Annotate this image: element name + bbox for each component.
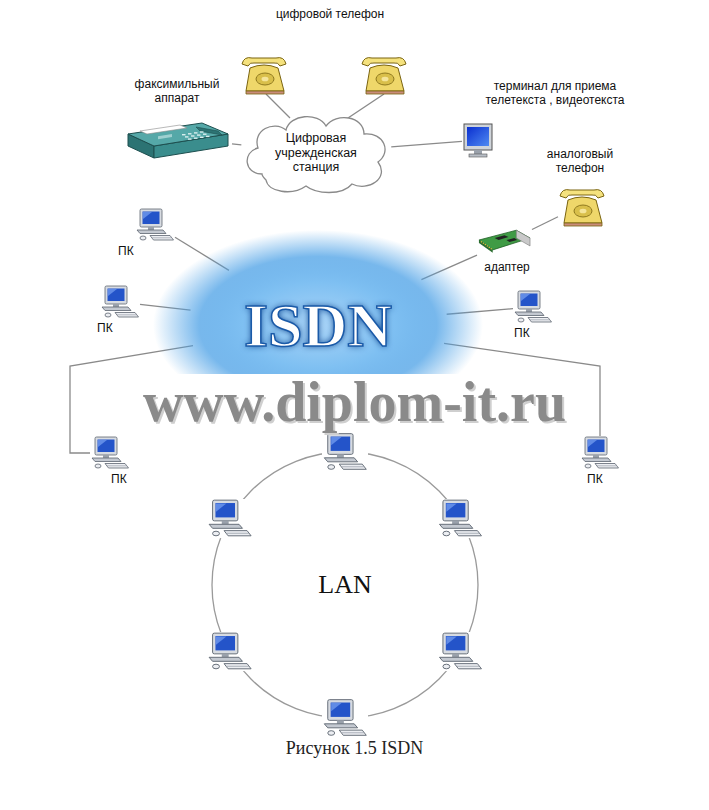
pc-icon: [580, 436, 620, 470]
lan-pc-icon: [437, 632, 483, 671]
adapter-node: адаптер: [472, 228, 542, 280]
pc-icon: [513, 290, 553, 324]
lan-ring: LAN: [210, 450, 480, 720]
fax-node: факсимильный аппарат: [118, 78, 236, 166]
node-label: адаптер: [472, 261, 542, 275]
terminal-icon: [462, 122, 494, 158]
station-cloud: Цифровая учрежденская станция: [240, 110, 392, 196]
pc-icon: [135, 208, 175, 242]
digital-phone-icon: [362, 58, 406, 94]
fax-icon: [122, 114, 232, 162]
lan-pc-icon: [437, 499, 483, 538]
node-label: терминал для приема телетекста , видеоте…: [470, 80, 640, 108]
pc-node: ПК: [85, 436, 135, 492]
node-label: ISDN: [188, 294, 448, 356]
node-label: ПК: [587, 473, 617, 487]
pc-node: ПК: [508, 290, 558, 346]
node-label: Цифровая учрежденская станция: [260, 131, 372, 174]
node-label: ПК: [514, 327, 544, 341]
watermark: www.diplom-it.ru: [139, 374, 570, 430]
digital-phone-icon: [242, 58, 286, 94]
node-label: аналоговый телефон: [530, 148, 630, 176]
phone-wire: [266, 94, 290, 118]
pc-icon: [100, 285, 140, 319]
node-label: ПК: [118, 245, 148, 259]
terminal-node: терминал для приема телетекста , видеоте…: [440, 80, 645, 160]
analog-phone-node: аналоговый телефон: [530, 148, 630, 238]
node-label: LAN: [270, 571, 420, 600]
lan-pc-icon: [322, 433, 368, 472]
pc-node: ПК: [130, 208, 180, 264]
pc-node: ПК: [95, 285, 145, 341]
node-label: ПК: [111, 473, 141, 487]
lan-pc-icon: [207, 632, 253, 671]
pc-node: ПК: [575, 436, 625, 492]
pc-icon: [90, 436, 130, 470]
device-label: цифровой телефон: [245, 8, 415, 22]
analog-phone-icon: [558, 184, 606, 226]
lan-pc-icon: [322, 699, 368, 738]
network-link: [532, 217, 558, 230]
lan-pc-icon: [207, 499, 253, 538]
adapter-card-icon: [477, 228, 532, 258]
network-link: [391, 141, 462, 147]
figure-caption: Рисунок 1.5 ISDN: [0, 738, 709, 759]
node-label: ПК: [97, 322, 127, 336]
network-link: [232, 144, 241, 145]
node-label: факсимильный аппарат: [127, 78, 227, 106]
phone-wire: [348, 94, 384, 118]
